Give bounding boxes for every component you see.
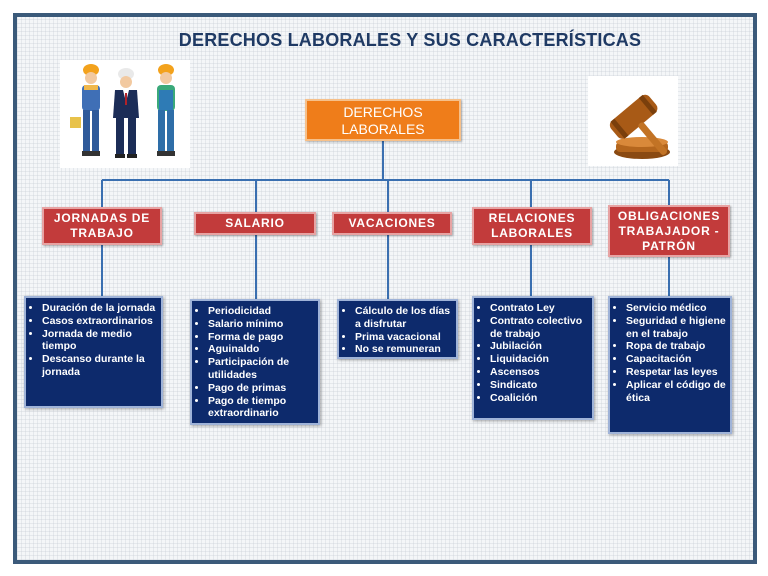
list-item: Capacitación bbox=[626, 353, 726, 366]
worker-right-figure bbox=[157, 64, 175, 156]
list-item: Participación de utilidades bbox=[208, 356, 314, 382]
list-item: Descanso durante la jornada bbox=[42, 353, 157, 379]
list-item: Pago de primas bbox=[208, 382, 314, 395]
root-node-derechos-laborales: DERECHOS LABORALES bbox=[305, 99, 461, 141]
category-obligaciones-trabajador-patron: OBLIGACIONES TRABAJADOR - PATRÓN bbox=[608, 205, 730, 257]
list-item: Contrato colectivo de trabajo bbox=[490, 315, 588, 341]
list-item: Forma de pago bbox=[208, 331, 314, 344]
list-item: Cálculo de los días a disfrutar bbox=[355, 305, 452, 331]
list-item: Ropa de trabajo bbox=[626, 340, 726, 353]
list-item: Ascensos bbox=[490, 366, 588, 379]
list-item: Servicio médico bbox=[626, 302, 726, 315]
category-vacaciones: VACACIONES bbox=[332, 212, 452, 235]
list-item: Jubilación bbox=[490, 340, 588, 353]
list-item: Prima vacacional bbox=[355, 331, 452, 344]
detail-box-salario: Periodicidad Salario mínimo Forma de pag… bbox=[190, 299, 320, 425]
list-item: Sindicato bbox=[490, 379, 588, 392]
detail-box-relaciones: Contrato Ley Contrato colectivo de traba… bbox=[472, 296, 594, 420]
list-item: Aguinaldo bbox=[208, 343, 314, 356]
list-item: Jornada de medio tiempo bbox=[42, 328, 157, 354]
list-item: Seguridad e higiene en el trabajo bbox=[626, 315, 726, 341]
list-item: Coalición bbox=[490, 392, 588, 405]
detail-box-jornadas: Duración de la jornada Casos extraordina… bbox=[24, 296, 163, 408]
list-item: Periodicidad bbox=[208, 305, 314, 318]
list-item: Salario mínimo bbox=[208, 318, 314, 331]
list-item: Aplicar el código de ética bbox=[626, 379, 726, 405]
list-item: Duración de la jornada bbox=[42, 302, 157, 315]
worker-left-figure bbox=[70, 64, 100, 156]
list-item: Liquidación bbox=[490, 353, 588, 366]
category-relaciones-laborales: RELACIONES LABORALES bbox=[472, 207, 592, 245]
list-item: Respetar las leyes bbox=[626, 366, 726, 379]
page-title: DERECHOS LABORALES Y SUS CARACTERÍSTICAS bbox=[178, 30, 642, 50]
list-item: Casos extraordinarios bbox=[42, 315, 157, 328]
detail-box-obligaciones: Servicio médico Seguridad e higiene en e… bbox=[608, 296, 732, 434]
category-jornadas-de-trabajo: JORNADAS DE TRABAJO bbox=[42, 207, 162, 245]
category-salario: SALARIO bbox=[194, 212, 316, 235]
gavel-icon bbox=[588, 76, 678, 166]
workers-illustration bbox=[60, 60, 190, 168]
businessman-figure bbox=[113, 68, 139, 158]
list-item: Pago de tiempo extraordinario bbox=[208, 395, 314, 421]
list-item: Contrato Ley bbox=[490, 302, 588, 315]
list-item: No se remuneran bbox=[355, 343, 452, 356]
detail-box-vacaciones: Cálculo de los días a disfrutar Prima va… bbox=[337, 299, 458, 359]
